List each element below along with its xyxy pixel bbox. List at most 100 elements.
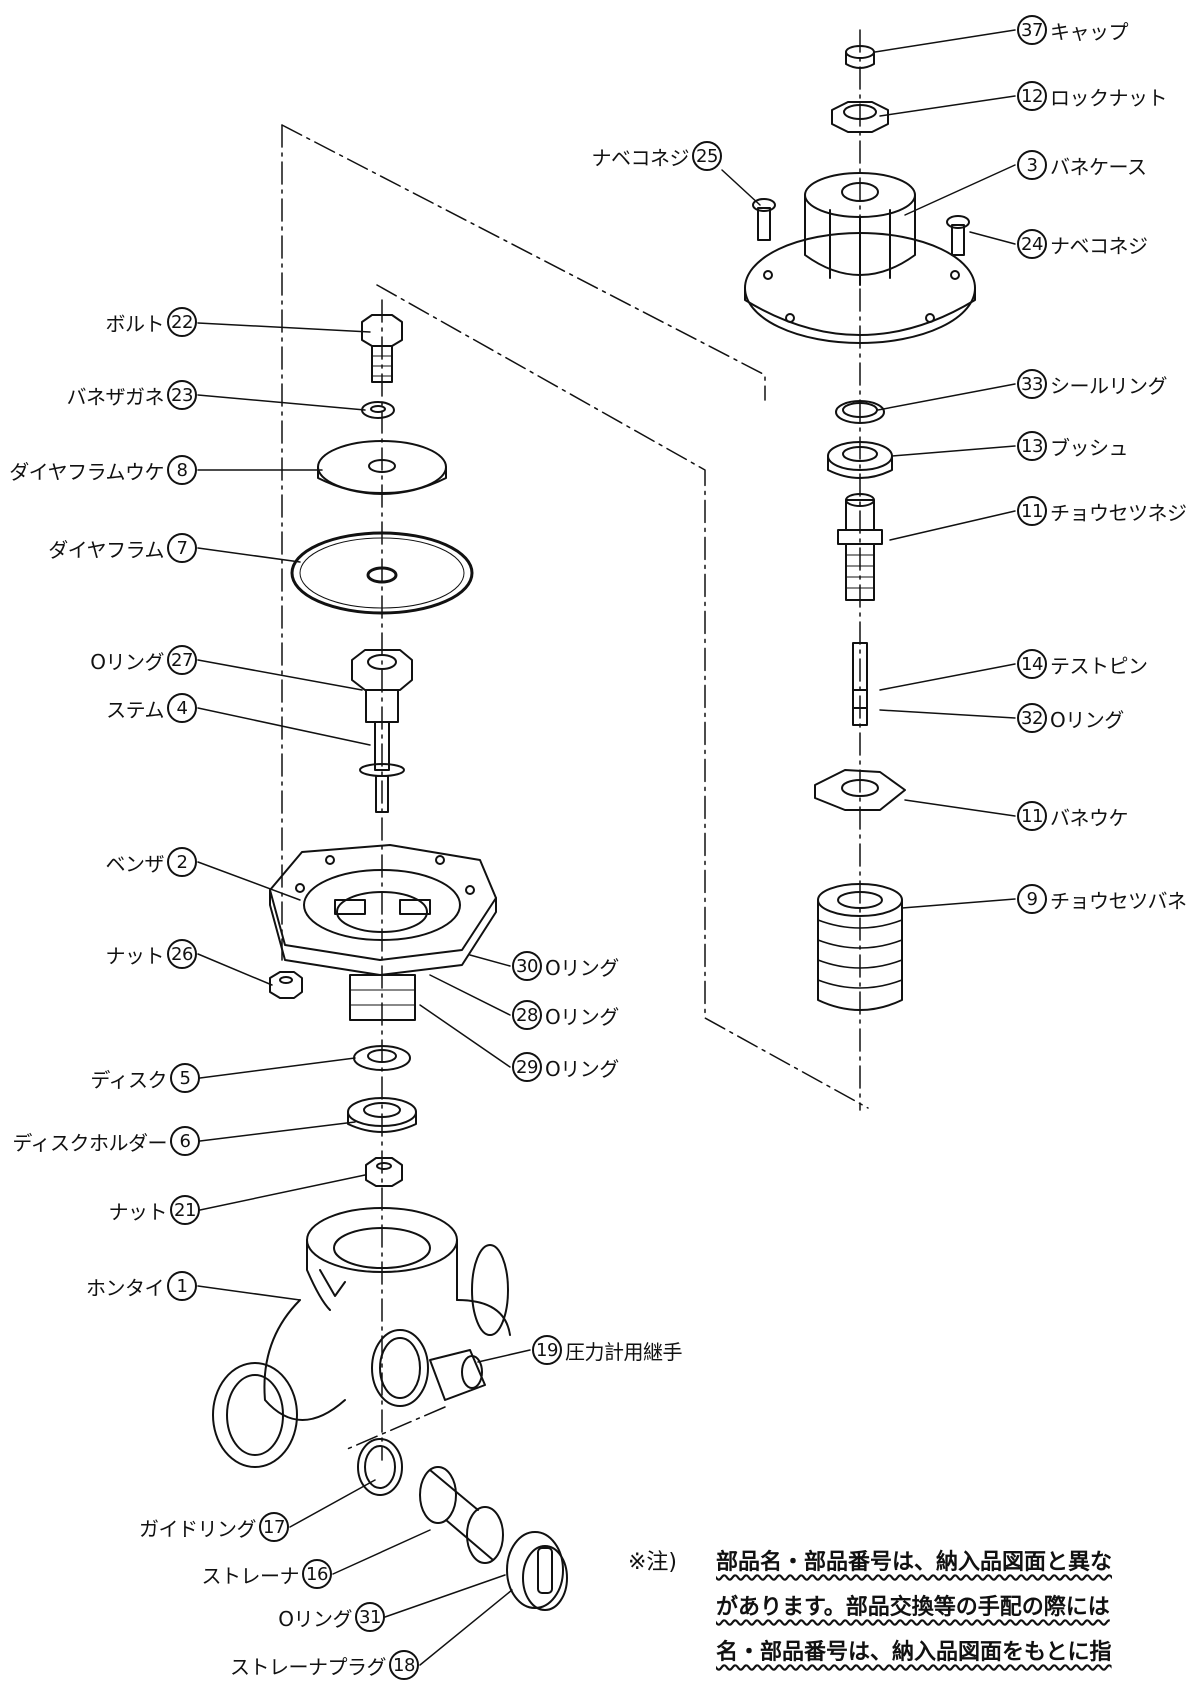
part-name: ディスク (90, 1067, 167, 1092)
part-name: ナット (108, 1199, 168, 1224)
part-name: ステム (106, 697, 164, 722)
part-name: ダイヤフラムウケ (9, 459, 164, 484)
note-mark: ※注) (628, 1550, 678, 1575)
screw-25-part (752, 198, 776, 241)
part-name: ナベコネジ (591, 145, 690, 170)
part-number-badge: 9 (1017, 884, 1047, 914)
part-number-badge: 19 (532, 1335, 562, 1365)
part-name: ストレーナ (201, 1563, 300, 1588)
part-name: Oリング (90, 649, 164, 674)
part-name: テストピン (1050, 653, 1148, 678)
part-name: バネウケ (1050, 805, 1129, 830)
part-number-badge: 6 (170, 1126, 200, 1156)
part-number-badge: 5 (170, 1063, 200, 1093)
part-number-badge: 31 (355, 1602, 385, 1632)
test-pin-part (852, 642, 868, 726)
assembly-guide-lines (281, 124, 869, 1451)
disk-part (353, 1045, 411, 1071)
part-number-badge: 14 (1017, 649, 1047, 679)
part-name: ベンザ (105, 851, 165, 876)
part-name: ディスクホルダー (12, 1130, 167, 1155)
part-number-badge: 32 (1017, 703, 1047, 733)
note-line: 部品名・部品番号は、納入品図面と異な (716, 1550, 1113, 1575)
nut-21-part (365, 1157, 403, 1187)
part-number-badge: 25 (692, 141, 722, 171)
diaphragm-part (290, 531, 474, 615)
disk-holder-part (347, 1097, 417, 1133)
part-number-badge: 17 (259, 1512, 289, 1542)
part-number-badge: 7 (167, 533, 197, 563)
part-name: バネザガネ (66, 384, 165, 409)
bolt-part (361, 314, 403, 383)
part-number-badge: 3 (1017, 150, 1047, 180)
spring-seat-part (814, 769, 906, 811)
part-number-badge: 29 (512, 1052, 542, 1082)
valve-seat-part (269, 844, 497, 1021)
part-name: Oリング (1050, 707, 1124, 732)
body-part (212, 1207, 511, 1468)
stem-part (351, 649, 413, 813)
part-number-badge: 8 (167, 455, 197, 485)
strainer-part (419, 1466, 504, 1564)
part-name: ガイドリング (139, 1516, 257, 1541)
lock-nut-part (831, 101, 889, 133)
adjust-spring-part (817, 883, 903, 1011)
part-number-badge: 12 (1017, 81, 1047, 111)
guide-ring-part (357, 1438, 403, 1496)
bush-part (827, 441, 893, 479)
leader-lines (197, 29, 1016, 1666)
part-number-badge: 16 (302, 1559, 332, 1589)
screw-24-part (946, 215, 970, 256)
part-name: Oリング (545, 1004, 619, 1029)
part-number-badge: 22 (167, 307, 197, 337)
part-name: ダイヤフラム (48, 537, 164, 562)
part-name: ボルト (105, 311, 165, 336)
seal-ring-part (835, 400, 885, 424)
part-name: ロックナット (1050, 85, 1168, 110)
adjust-screw-part (837, 493, 883, 601)
part-number-badge: 33 (1017, 369, 1047, 399)
part-name: チョウセツバネ (1050, 888, 1187, 913)
part-name: ホンタイ (86, 1275, 165, 1300)
part-number-badge: 23 (167, 380, 197, 410)
cap-part (845, 45, 875, 69)
part-name: ナベコネジ (1050, 233, 1148, 258)
part-name: キャップ (1050, 19, 1129, 44)
part-name: 圧力計用継手 (565, 1339, 683, 1364)
part-name: Oリング (545, 1056, 619, 1081)
spring-case-part (744, 172, 976, 344)
note-line: 名・部品番号は、納入品図面をもとに指 (716, 1640, 1112, 1665)
part-name: Oリング (278, 1606, 352, 1631)
part-number-badge: 11 (1017, 496, 1047, 526)
spring-washer-part (361, 401, 395, 419)
part-number-badge: 26 (167, 939, 197, 969)
part-number-badge: 21 (170, 1195, 200, 1225)
